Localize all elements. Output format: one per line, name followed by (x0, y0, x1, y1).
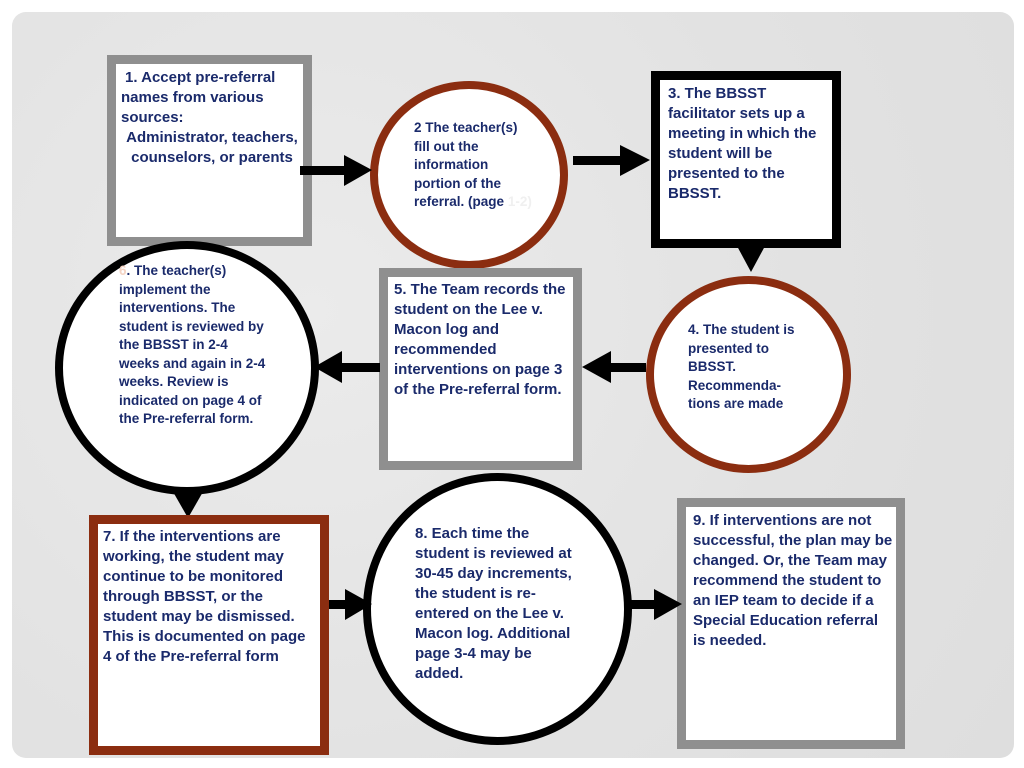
step-3-pointer (737, 246, 765, 272)
step-6-circle: 6. The teacher(s) implement the interven… (55, 241, 319, 495)
step-2-page-ref: 1-2) (507, 194, 532, 209)
step-9-text: 9. If interventions are not successful, … (693, 512, 893, 649)
step-9-box: 9. If interventions are not successful, … (677, 498, 905, 749)
step-8-text: 8. Each time the student is reviewed at … (415, 525, 572, 682)
step-4-circle: 4. The student is presented to BBSST. Re… (646, 276, 851, 473)
step-5-box: 5. The Team records the student on the L… (379, 268, 582, 470)
step-2-text: 2 The teacher(s) fill out the informatio… (414, 120, 518, 209)
step-1-sources: Administrator, teachers, counselors, or … (126, 129, 298, 166)
step-2-circle: 2 The teacher(s) fill out the informatio… (370, 81, 568, 269)
step-8-circle: 8. Each time the student is reviewed at … (363, 473, 632, 745)
step-7-text: 7. If the interventions are working, the… (103, 528, 306, 665)
step-6-number: 6 (119, 263, 127, 278)
step-6-text: . The teacher(s) implement the intervent… (119, 263, 266, 426)
step-3-text: 3. The BBSST facilitator sets up a meeti… (668, 85, 817, 202)
step-3-box: 3. The BBSST facilitator sets up a meeti… (651, 71, 841, 248)
step-6-pointer (172, 490, 204, 518)
step-4-text: 4. The student is presented to BBSST. Re… (688, 322, 795, 411)
step-7-box: 7. If the interventions are working, the… (89, 515, 329, 755)
step-5-text: 5. The Team records the student on the L… (394, 281, 566, 398)
step-1-box: 1. Accept pre-referral names from variou… (107, 55, 312, 246)
step-1-heading: 1. Accept pre-referral names from variou… (121, 69, 276, 126)
